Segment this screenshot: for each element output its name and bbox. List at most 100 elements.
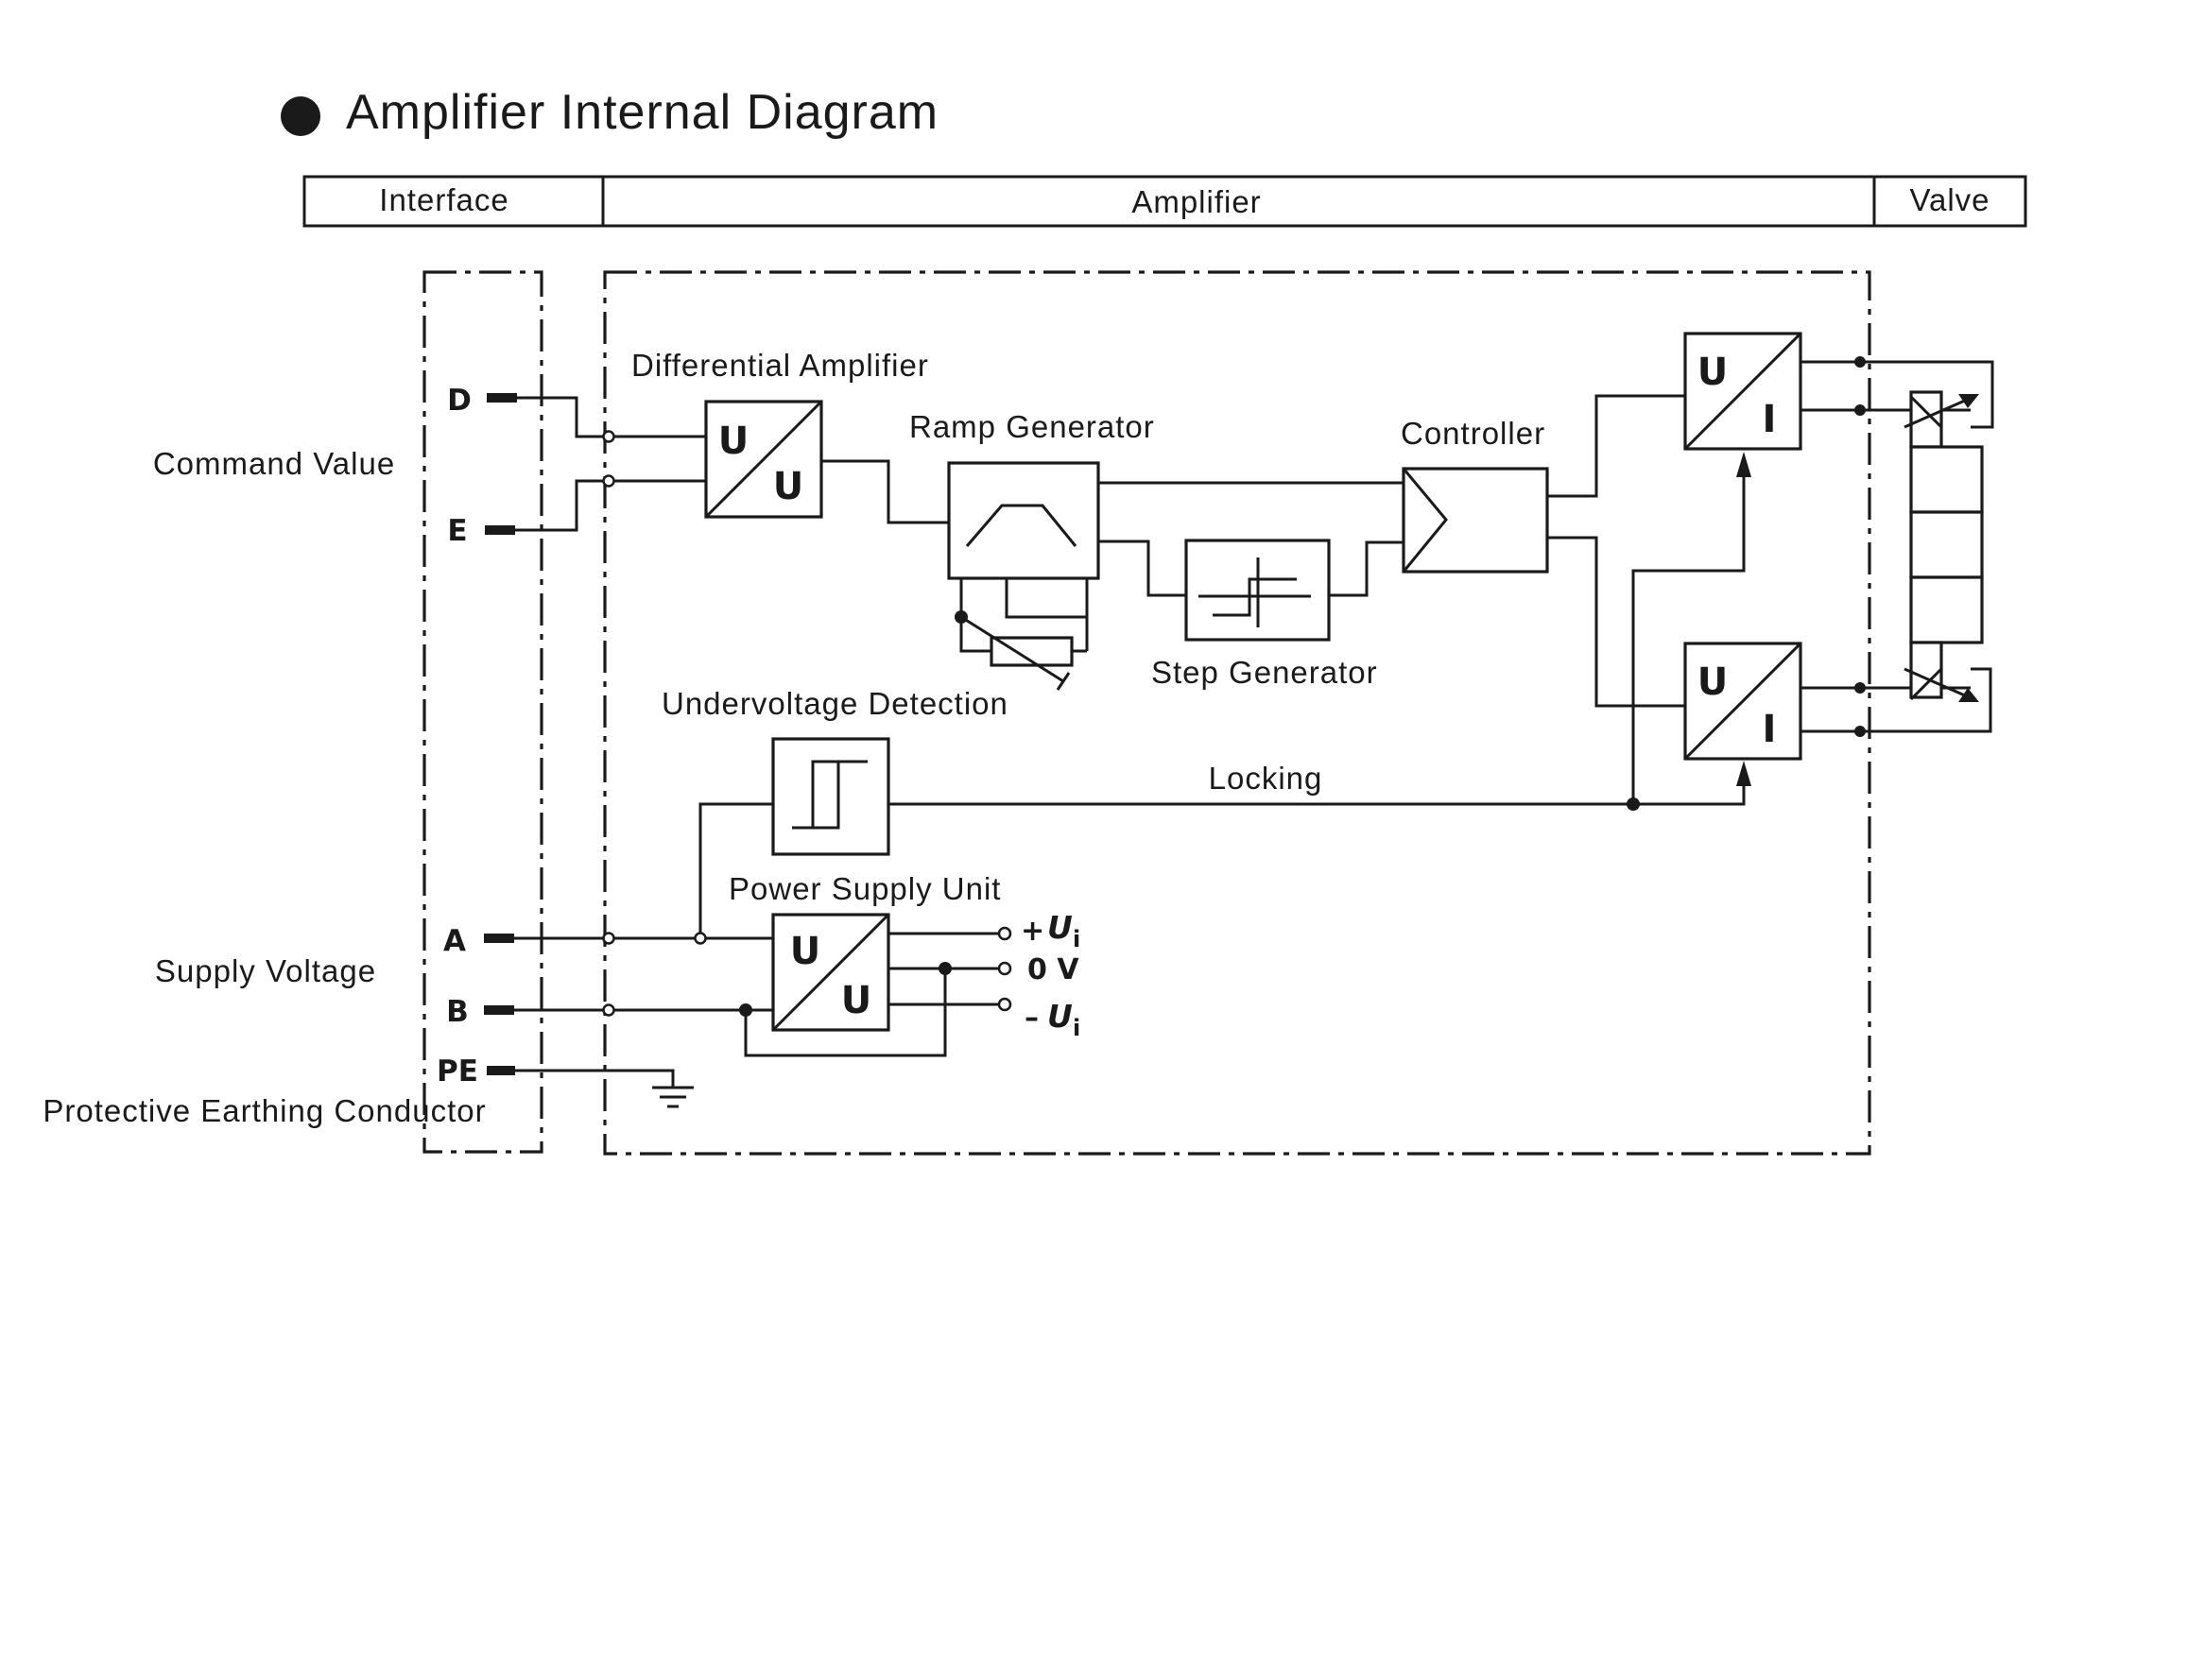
valve-lower-arrow-head-icon xyxy=(1958,688,1979,702)
valve-node-1 xyxy=(1854,356,1866,368)
terminal-b xyxy=(484,1005,514,1015)
output-minus-u: U xyxy=(1047,998,1073,1035)
terminal-a-label: A xyxy=(443,924,466,958)
page-title: Amplifier Internal Diagram xyxy=(346,85,939,140)
step-curve-icon xyxy=(1213,577,1297,617)
psu-diagonal xyxy=(771,913,890,1032)
psu-zero-node xyxy=(939,962,952,975)
ui-upper-diagonal xyxy=(1683,332,1802,451)
wire-step-to-controller xyxy=(1329,540,1404,597)
terminal-e xyxy=(485,525,515,535)
diff-diagonal xyxy=(704,400,823,519)
psu-output-symbol: U xyxy=(841,979,871,1022)
ui-lower-output-symbol: I xyxy=(1763,708,1777,751)
wire-controller-to-ui-upper xyxy=(1547,394,1685,498)
ramp-trim-left xyxy=(959,578,991,653)
header-interface: Interface xyxy=(379,182,508,217)
valve-lower-cross xyxy=(1909,667,1943,701)
output-minus-sub: i xyxy=(1073,1015,1080,1041)
valve-upper-proportional-arrow xyxy=(1904,395,1974,429)
command-value-label: Command Value xyxy=(153,446,395,481)
output-terminal-plus xyxy=(997,926,1012,941)
output-minus-sign: – xyxy=(1025,1002,1039,1035)
terminal-a xyxy=(484,934,514,943)
valve-node-3 xyxy=(1854,682,1866,694)
output-zero-v: 0 V xyxy=(1027,953,1079,986)
controller-label: Controller xyxy=(1401,416,1545,451)
output-terminal-minus xyxy=(997,997,1012,1012)
ui-upper-lock-arrow-icon xyxy=(1736,452,1751,477)
hysteresis-icon-b xyxy=(811,760,838,828)
terminal-d xyxy=(487,393,517,403)
wire-a-to-undervoltage xyxy=(698,802,773,938)
valve-symbol xyxy=(1904,390,1984,702)
ui-lower-input-symbol: U xyxy=(1697,660,1728,704)
terminal-b-label: B xyxy=(446,995,469,1029)
valve-lower-proportional-arrow xyxy=(1904,667,1974,701)
wire-b-to-zero xyxy=(744,969,947,1057)
ui-lower-diagonal xyxy=(1683,642,1802,761)
valve-upper-arrow-head-icon xyxy=(1958,394,1979,408)
valve-node-2 xyxy=(1854,404,1866,416)
locking-label: Locking xyxy=(1209,761,1323,796)
terminal-d-label: D xyxy=(447,384,472,418)
wire-diff-to-ramp xyxy=(821,459,949,524)
valve-solenoid-lower xyxy=(1909,641,1943,699)
power-supply-unit-label: Power Supply Unit xyxy=(729,871,1001,906)
ramp-trim-loop xyxy=(1005,578,1089,619)
valve-position-2 xyxy=(1909,510,1984,579)
protective-earth-label: Protective Earthing Conductor xyxy=(43,1093,486,1128)
output-plus-sub: i xyxy=(1073,926,1080,952)
wire-d-to-diff xyxy=(517,396,706,438)
psu-input-symbol: U xyxy=(790,930,820,973)
interface-region xyxy=(422,270,543,1154)
node-b xyxy=(602,1003,615,1017)
diff-output-symbol: U xyxy=(773,465,803,508)
output-plus-u: U xyxy=(1047,909,1073,946)
header-amplifier: Amplifier xyxy=(1131,184,1261,219)
node-d xyxy=(602,430,615,443)
ui-upper-input-symbol: U xyxy=(1697,351,1728,394)
wire-e-to-diff xyxy=(515,479,706,532)
differential-amplifier-label: Differential Amplifier xyxy=(631,348,929,383)
header-valve: Valve xyxy=(1909,182,1990,217)
output-plus-sign: + xyxy=(1021,915,1044,948)
ui-upper-output-symbol: I xyxy=(1763,398,1777,441)
wire-locking-to-ui-lower xyxy=(1633,776,1746,806)
valve-node-4 xyxy=(1854,726,1866,737)
node-a xyxy=(602,932,615,945)
ui-lower-lock-arrow-icon xyxy=(1736,761,1751,786)
amplifier-region xyxy=(603,270,1871,1156)
valve-position-1 xyxy=(1909,445,1984,514)
step-generator-label: Step Generator xyxy=(1151,655,1378,690)
wire-locking-to-ui-upper xyxy=(1631,467,1746,804)
node-e xyxy=(602,474,615,488)
undervoltage-detection-block xyxy=(771,737,890,856)
valve-position-3 xyxy=(1909,575,1984,644)
title-bullet-icon xyxy=(281,96,320,136)
controller-block xyxy=(1402,467,1549,574)
ramp-trim-wiper-cap xyxy=(1056,672,1071,691)
hysteresis-icon-a xyxy=(792,760,868,830)
supply-voltage-label: Supply Voltage xyxy=(155,953,376,988)
terminal-pe-label: PE xyxy=(437,1054,478,1089)
wire-controller-to-ui-lower xyxy=(1547,536,1685,708)
wire-ramp-to-step xyxy=(1098,540,1186,597)
ramp-trapezoid-icon xyxy=(965,504,1077,547)
section-header: Interface Amplifier Valve xyxy=(302,175,2027,228)
controller-triangle-icon xyxy=(1402,468,1448,573)
diff-input-symbol: U xyxy=(718,420,749,463)
wire-ui-lower-out-b xyxy=(1800,667,1992,733)
terminal-e-label: E xyxy=(447,514,467,548)
header-frame xyxy=(302,175,2027,228)
output-terminal-zero xyxy=(997,961,1012,976)
valve-upper-cross xyxy=(1909,395,1943,429)
wire-ui-upper-out-a xyxy=(1800,360,1994,429)
terminal-pe xyxy=(487,1066,515,1075)
ramp-generator-block xyxy=(947,461,1100,580)
undervoltage-detection-label: Undervoltage Detection xyxy=(662,686,1008,721)
wire-pe-to-ground xyxy=(515,1069,675,1088)
node-a-branch xyxy=(694,932,707,945)
ramp-generator-label: Ramp Generator xyxy=(909,409,1155,444)
